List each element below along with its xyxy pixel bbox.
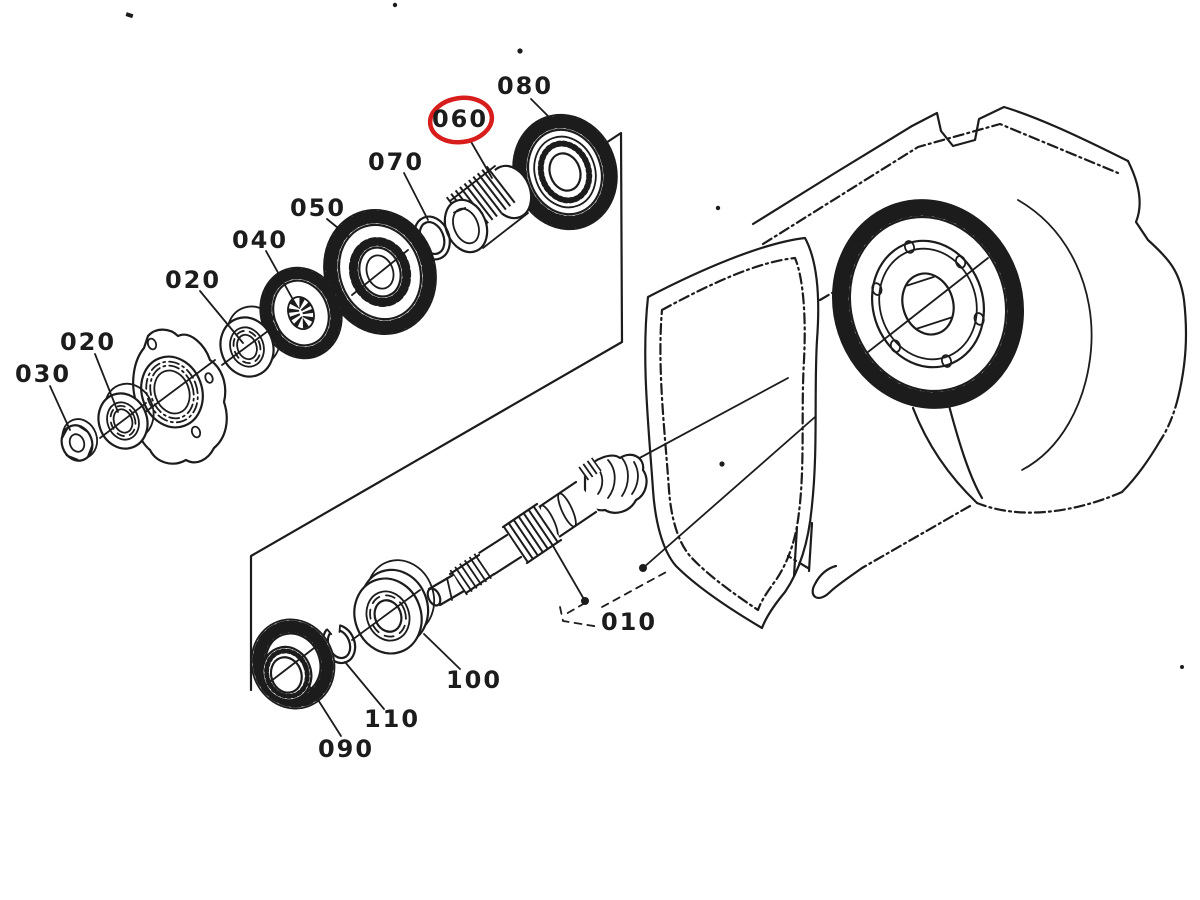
scan-specks — [125, 2, 1184, 669]
gear-050-axis-line — [351, 249, 409, 296]
part-ref-050[interactable]: 050 — [289, 194, 347, 222]
part-ref-020-left[interactable]: 020 — [59, 328, 117, 356]
highlight-circle-060 — [427, 95, 495, 145]
part-ref-110[interactable]: 110 — [363, 705, 421, 733]
transmission-case — [644, 105, 1188, 630]
bearing-020-upper-axis-line — [221, 327, 273, 366]
spline-collar-060 — [443, 163, 533, 254]
part-ref-100[interactable]: 100 — [445, 666, 503, 694]
part-ref-010[interactable]: 010 — [600, 608, 658, 636]
bearing-retainer-cover — [132, 328, 228, 465]
gear-080 — [512, 113, 618, 231]
part-ref-040[interactable]: 040 — [231, 226, 289, 254]
part-ref-080[interactable]: 080 — [496, 72, 554, 100]
bevel-gear-090-axis-line — [261, 644, 319, 689]
callout-leader-lines — [49, 98, 553, 737]
bevel-ring-gear — [831, 199, 1025, 409]
part-ref-020-upper[interactable]: 020 — [164, 266, 222, 294]
bearing-020-left-axis-line — [99, 402, 147, 439]
pinion-shaft — [426, 453, 648, 607]
part-ref-090[interactable]: 090 — [317, 735, 375, 763]
bearing-100 — [353, 559, 435, 655]
lock-nut-030 — [60, 418, 99, 462]
bearing-100-axis-line — [351, 589, 421, 641]
part-ref-060-highlighted[interactable]: 060 — [431, 105, 489, 133]
ref-010-leaders — [548, 377, 816, 628]
part-ref-070[interactable]: 070 — [367, 148, 425, 176]
part-ref-030[interactable]: 030 — [14, 360, 72, 388]
